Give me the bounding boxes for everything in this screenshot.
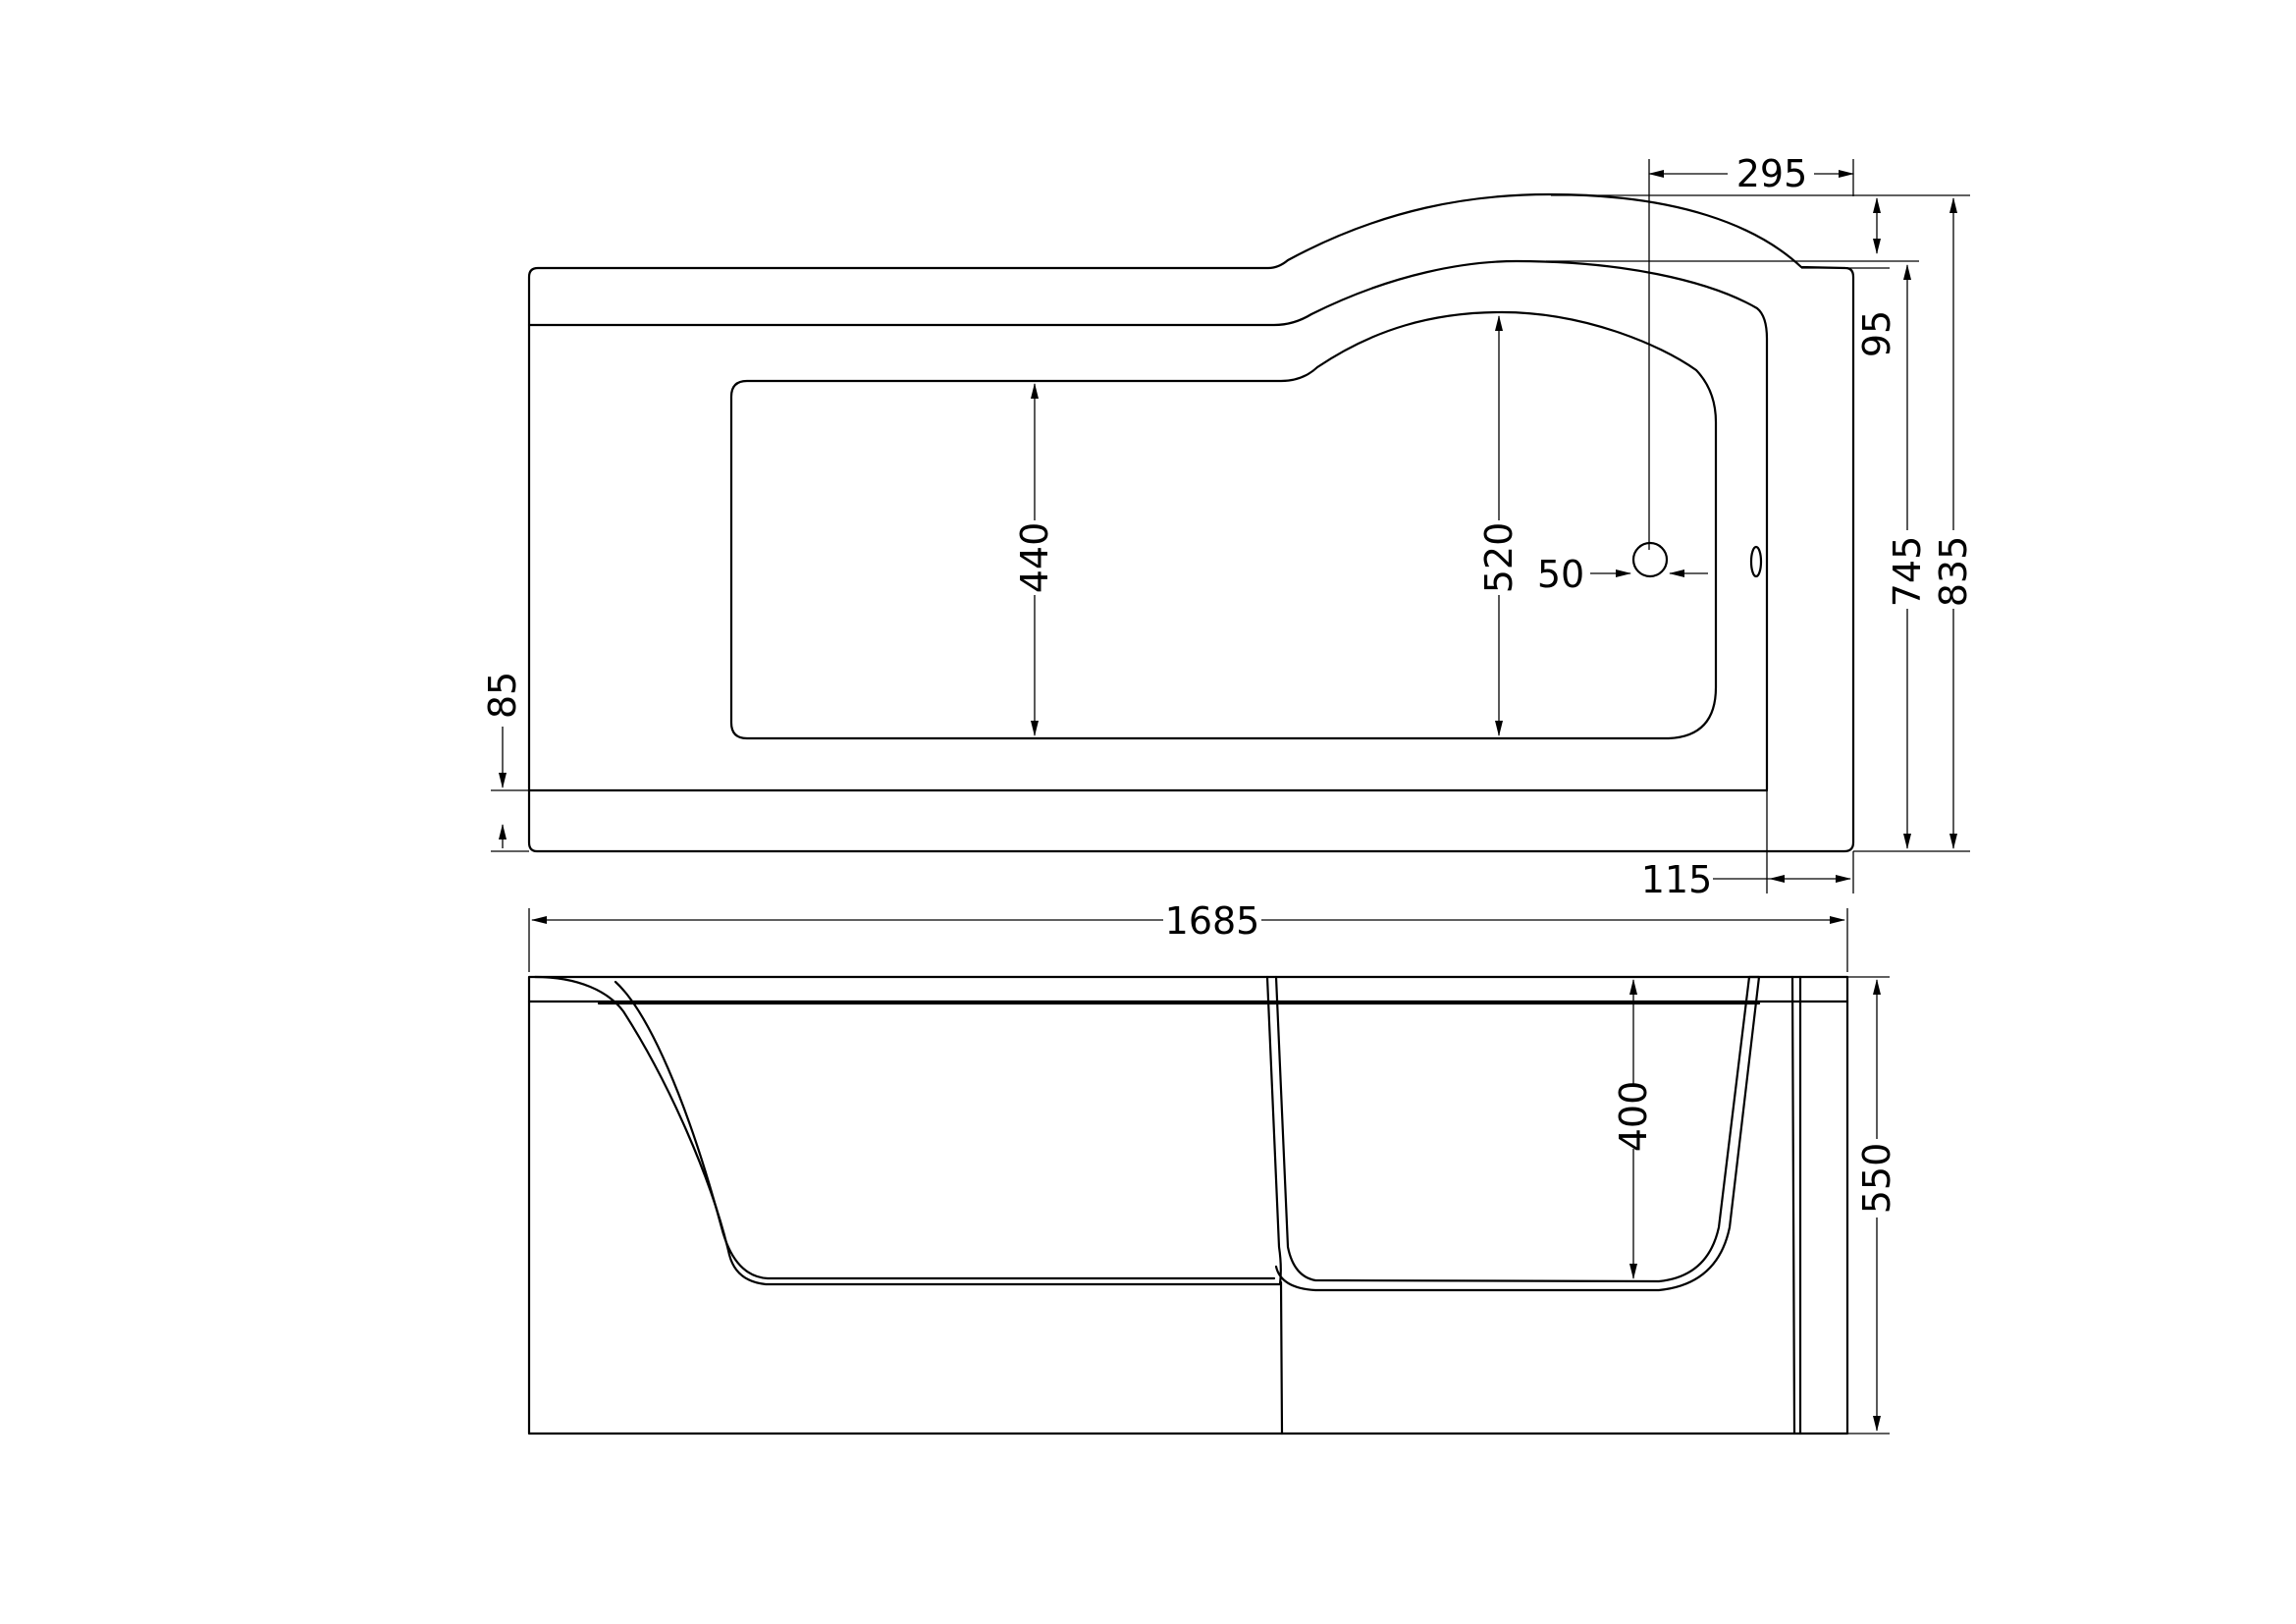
waste-outlet [1631, 541, 1669, 578]
dim-label-115: 115 [1641, 858, 1713, 901]
side-panel-split-line [1279, 1280, 1284, 1435]
dim-label-50: 50 [1537, 553, 1584, 596]
dimension-lines [491, 159, 1970, 1435]
overflow-outlet [1749, 545, 1763, 578]
dimension-labels: 295 95 745 835 440 520 50 85 115 1685 40… [481, 152, 1975, 1214]
side-end-panel-line [1790, 975, 1796, 1435]
dim-label-295: 295 [1736, 152, 1808, 195]
dim-label-440: 440 [1013, 522, 1056, 594]
dim-label-745: 745 [1886, 536, 1929, 608]
dim-label-400: 400 [1612, 1081, 1655, 1153]
plan-view [527, 192, 1855, 853]
side-tub-profile [533, 975, 1761, 1292]
dim-label-85: 85 [481, 672, 524, 719]
side-tub-profile-inner [614, 980, 1276, 1280]
plan-rim-line [527, 259, 1769, 791]
dim-label-1685: 1685 [1165, 899, 1260, 943]
dim-label-95: 95 [1855, 310, 1898, 357]
dim-label-520: 520 [1477, 522, 1521, 594]
side-outer-outline [527, 975, 1849, 1435]
dim-label-550: 550 [1855, 1143, 1898, 1215]
side-view [527, 975, 1849, 1435]
dim-label-835: 835 [1932, 536, 1975, 608]
plan-bath-basin [729, 310, 1718, 740]
plan-outer-outline [527, 192, 1855, 853]
